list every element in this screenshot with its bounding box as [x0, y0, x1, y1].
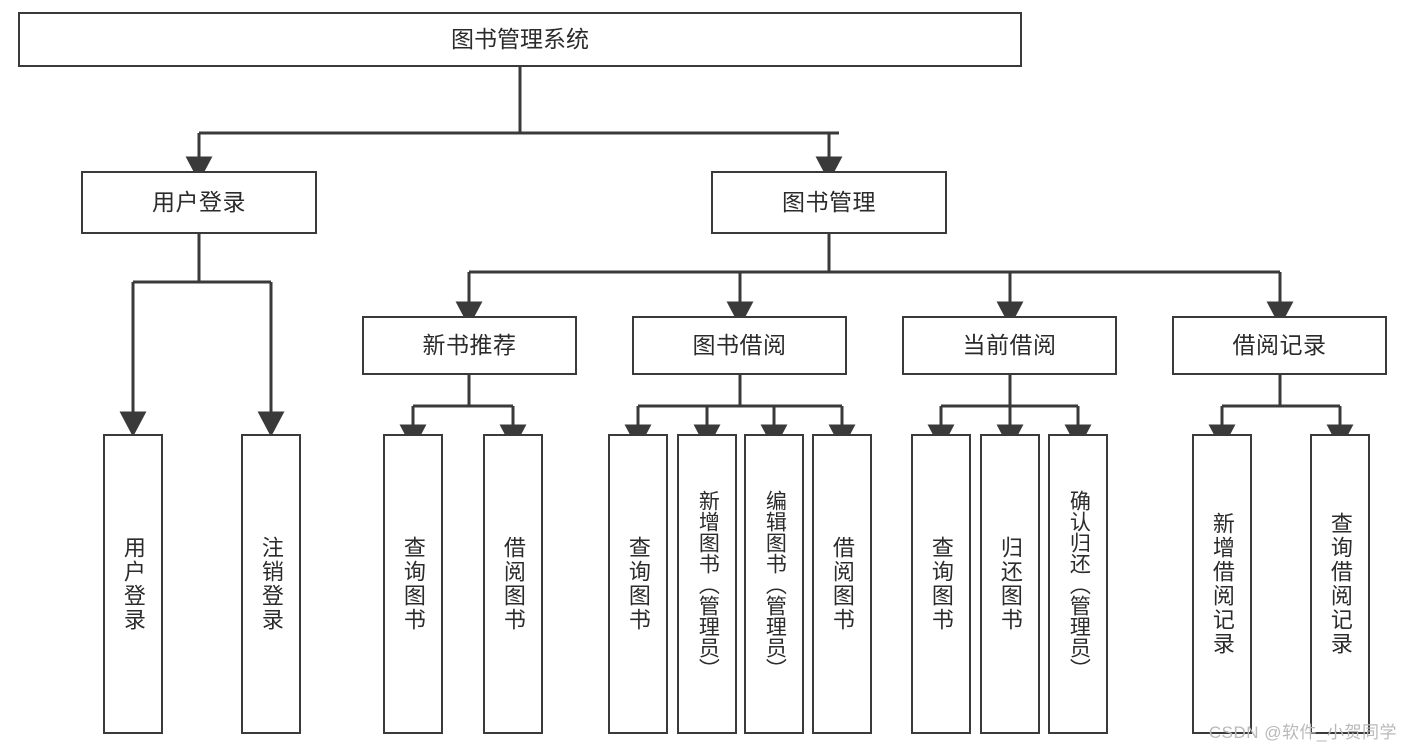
- node-label: 当前借阅: [962, 332, 1057, 359]
- node-label: 新增借阅记录: [1209, 512, 1235, 656]
- node-leaf-query-book-1[interactable]: 查询图书: [383, 434, 443, 734]
- node-label: 新书推荐: [422, 332, 517, 359]
- node-label: 图书借阅: [692, 332, 787, 359]
- node-label: 查询图书: [400, 536, 426, 632]
- node-new-book-recommend[interactable]: 新书推荐: [362, 316, 577, 375]
- node-label: 借阅图书: [500, 536, 526, 632]
- node-user-login-module[interactable]: 用户登录: [81, 171, 317, 234]
- csdn-watermark: CSDN @软件_小贺同学: [1208, 723, 1397, 742]
- node-leaf-add-borrow-record[interactable]: 新增借阅记录: [1192, 434, 1252, 734]
- node-label: 确认归还（管理员）: [1067, 489, 1091, 679]
- node-label: 借阅图书: [829, 536, 855, 632]
- node-root-system[interactable]: 图书管理系统: [18, 12, 1022, 67]
- node-label: 图书管理系统: [451, 26, 589, 53]
- node-leaf-edit-book-admin[interactable]: 编辑图书（管理员）: [744, 434, 804, 734]
- node-leaf-logout[interactable]: 注销登录: [241, 434, 301, 734]
- node-current-borrow[interactable]: 当前借阅: [902, 316, 1117, 375]
- node-book-borrow[interactable]: 图书借阅: [632, 316, 847, 375]
- node-label: 查询借阅记录: [1327, 512, 1353, 656]
- node-leaf-query-book-2[interactable]: 查询图书: [608, 434, 668, 734]
- node-leaf-add-book-admin[interactable]: 新增图书（管理员）: [677, 434, 737, 734]
- node-label: 借阅记录: [1232, 332, 1327, 359]
- node-borrow-record[interactable]: 借阅记录: [1172, 316, 1387, 375]
- node-leaf-borrow-book-2[interactable]: 借阅图书: [812, 434, 872, 734]
- node-leaf-return-book[interactable]: 归还图书: [980, 434, 1040, 734]
- node-label: 用户登录: [152, 189, 246, 216]
- node-label: 编辑图书（管理员）: [763, 489, 787, 679]
- node-label: 查询图书: [928, 536, 954, 632]
- node-label: 查询图书: [625, 536, 651, 632]
- node-label: 归还图书: [997, 536, 1023, 632]
- node-label: 用户登录: [120, 536, 146, 632]
- node-leaf-user-login[interactable]: 用户登录: [103, 434, 163, 734]
- node-leaf-borrow-book-1[interactable]: 借阅图书: [483, 434, 543, 734]
- node-leaf-confirm-return-admin[interactable]: 确认归还（管理员）: [1048, 434, 1108, 734]
- node-leaf-query-borrow-record[interactable]: 查询借阅记录: [1310, 434, 1370, 734]
- node-label: 注销登录: [258, 536, 284, 632]
- node-book-management-module[interactable]: 图书管理: [711, 171, 947, 234]
- node-label: 图书管理: [782, 189, 876, 216]
- node-label: 新增图书（管理员）: [696, 489, 720, 679]
- node-leaf-query-book-3[interactable]: 查询图书: [911, 434, 971, 734]
